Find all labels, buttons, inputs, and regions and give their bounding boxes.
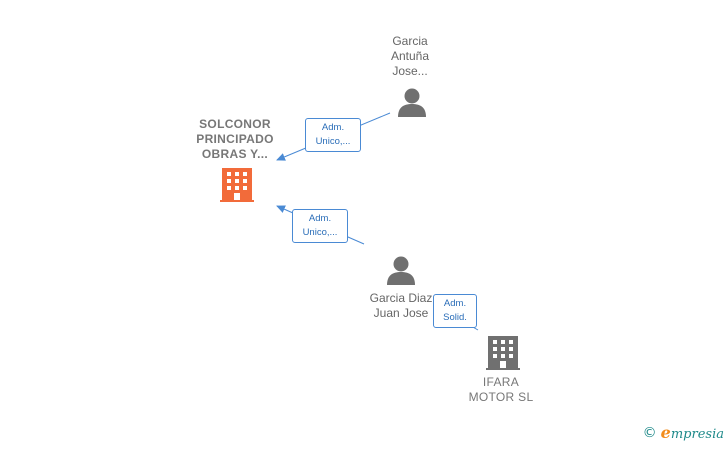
brand-logo: © empresia: [643, 423, 724, 442]
edge-label-line: Adm.: [321, 122, 345, 133]
node-label-garcia-diaz[interactable]: Garcia Diaz Juan Jose: [356, 291, 446, 321]
building-icon[interactable]: [486, 336, 520, 370]
building-icon[interactable]: [220, 168, 254, 202]
node-label-line: MOTOR SL: [468, 390, 534, 404]
node-label-garcia-antuna[interactable]: Garcia Antuña Jose...: [370, 34, 450, 79]
node-label-line: Jose...: [392, 64, 428, 78]
person-icon[interactable]: [398, 88, 426, 118]
edge-label-line: Adm.: [443, 298, 467, 309]
edge-label-line: Unico,...: [315, 136, 351, 147]
edge-label-line: Solid.: [443, 312, 467, 323]
person-icon[interactable]: [387, 256, 415, 286]
node-label-line: Garcia: [392, 34, 428, 48]
edge-label-antuna-to-solconor[interactable]: Adm. Unico,...: [305, 118, 361, 152]
node-label-ifara[interactable]: IFARA MOTOR SL: [456, 375, 546, 405]
edge-label-line: Unico,...: [302, 227, 338, 238]
edge-label-diaz-to-ifara[interactable]: Adm. Solid.: [433, 294, 477, 328]
edge-label-diaz-to-solconor[interactable]: Adm. Unico,...: [292, 209, 348, 243]
node-label-line: IFARA: [482, 375, 520, 389]
node-label-line: PRINCIPADO: [196, 132, 274, 146]
node-label-line: Garcia Diaz: [369, 291, 433, 305]
node-label-line: SOLCONOR: [199, 117, 271, 131]
node-label-solconor[interactable]: SOLCONOR PRINCIPADO OBRAS Y...: [180, 117, 290, 162]
node-label-line: Antuña: [390, 49, 430, 63]
brand-name: empresia: [660, 423, 724, 442]
node-label-line: OBRAS Y...: [201, 147, 269, 161]
edge-label-line: Adm.: [308, 213, 332, 224]
node-label-line: Juan Jose: [373, 306, 429, 320]
copyright-icon: ©: [642, 424, 657, 441]
